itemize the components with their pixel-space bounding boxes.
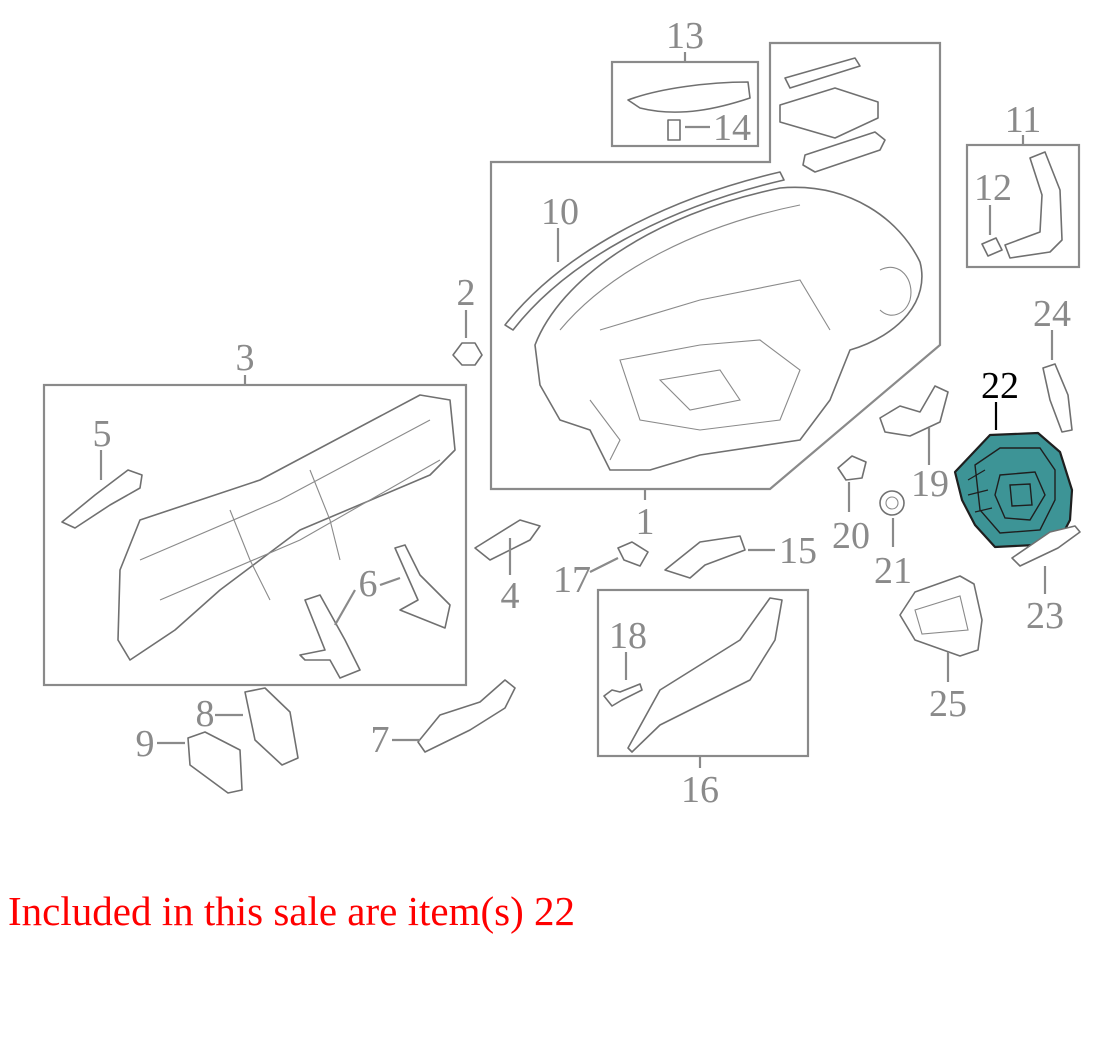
parts-diagram: 1 2 3 4 5 6 7 8 9 10 11 12 13 14 15 16 1… [42,15,1081,811]
part-side-clip [981,237,1003,257]
part-screw [603,683,643,707]
callout-21: 21 [874,550,912,592]
callout-7: 7 [371,719,390,761]
callout-15: 15 [779,530,817,572]
callout-9: 9 [136,723,155,765]
part-grommet-21 [879,490,905,516]
callout-3: 3 [236,337,255,379]
callout-23: 23 [1026,595,1064,637]
part-trim-24 [1042,363,1073,433]
leader-17 [589,557,619,573]
part-side-panel [1004,151,1063,259]
callout-25: 25 [929,683,967,725]
leader-6b [379,576,401,587]
part-bracket-19 [879,385,949,437]
sale-caption: Included in this sale are item(s) 22 [8,888,575,934]
part-speaker-grille [627,81,751,113]
callout-4: 4 [501,575,520,617]
group-box-16 [596,588,810,758]
callout-13: 13 [666,15,704,57]
callout-19: 19 [911,463,949,505]
part-brace-8 [244,687,299,766]
callout-18: 18 [609,615,647,657]
part-bracket-5 [61,469,143,529]
part-panel-trim [802,131,886,173]
part-clip-20 [837,455,867,481]
part-defroster-strip [504,171,785,331]
part-control-panel-25 [899,575,983,657]
part-duct-6a [299,594,361,679]
callout-17: 17 [553,559,591,601]
part-bracket-4 [474,519,541,561]
callout-8: 8 [196,693,215,735]
callout-10: 10 [541,191,579,233]
callout-11: 11 [1005,99,1042,141]
part-clip-17 [617,541,649,567]
callout-12: 12 [974,167,1012,209]
callout-1: 1 [636,501,655,543]
group-box-3 [42,383,468,687]
part-duct-6b [394,544,451,629]
part-duct-15 [664,535,746,579]
callout-5: 5 [93,413,112,455]
leader-6a [334,589,356,626]
part-panel-insert-top [784,57,861,89]
callout-24: 24 [1033,293,1071,335]
part-panel-cover [779,87,879,139]
part-cross-car-beam [117,394,456,661]
callout-16: 16 [681,769,719,811]
part-center-bezel-22 [953,431,1074,549]
part-bracket-7 [417,679,516,753]
callout-14: 14 [713,107,751,149]
part-brace-9 [187,731,243,794]
group-box-1 [489,41,942,491]
part-instrument-panel [534,186,923,471]
callout-22: 22 [981,365,1019,407]
callout-20: 20 [832,515,870,557]
part-glove-box [627,597,783,753]
part-trim-23 [1011,525,1081,567]
callout-2: 2 [457,272,476,314]
part-nut [452,342,483,366]
callout-6: 6 [359,563,378,605]
part-grille-clip [667,119,681,141]
